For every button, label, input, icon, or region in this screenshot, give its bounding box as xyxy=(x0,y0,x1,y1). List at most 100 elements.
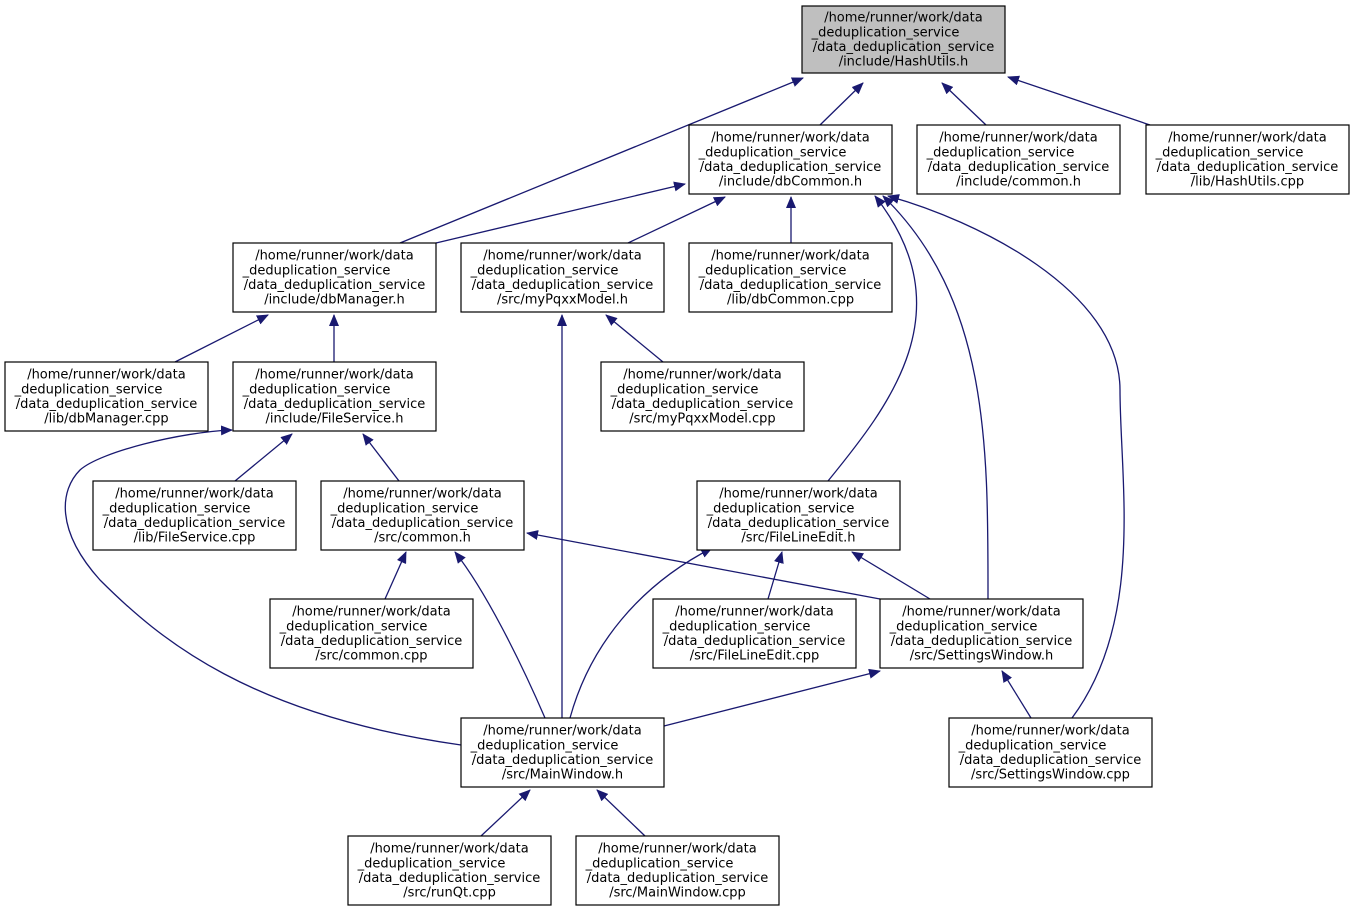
node-label-line: /data_deduplication_service xyxy=(332,516,513,531)
node-label: /home/runner/work/data_deduplication_ser… xyxy=(698,131,882,190)
edge-common_h_src-to-fileservice_h xyxy=(362,433,400,482)
node-label-line: /home/runner/work/data xyxy=(598,842,757,857)
node-label-line: _deduplication_service xyxy=(242,263,391,278)
edge-dbcommon_h-to-hashutils_h xyxy=(819,82,864,126)
node-label: /home/runner/work/data_deduplication_ser… xyxy=(470,724,654,783)
node-dbmanager-cpp[interactable]: /home/runner/work/data_deduplication_ser… xyxy=(4,361,209,432)
node-label-line: /home/runner/work/data xyxy=(115,487,274,502)
edge-mainwindow_h-to-fileservice_h xyxy=(64,425,462,746)
node-settingswindow-h[interactable]: /home/runner/work/data_deduplication_ser… xyxy=(879,598,1084,669)
edge-mainwindow_h-to-common_h_src xyxy=(454,551,546,719)
node-common-cpp[interactable]: /home/runner/work/data_deduplication_ser… xyxy=(269,598,474,669)
node-mypqxxmodel-h[interactable]: /home/runner/work/data_deduplication_ser… xyxy=(460,242,665,313)
node-label-line: /home/runner/work/data xyxy=(255,368,414,383)
node-label-line: _deduplication_service xyxy=(1155,145,1304,160)
node-fileservice-h[interactable]: /home/runner/work/data_deduplication_ser… xyxy=(232,361,437,432)
node-label-line: /src/common.cpp xyxy=(315,649,427,664)
edge-settingswindow_h-to-dbcommon_h xyxy=(882,195,989,600)
node-label-line: /home/runner/work/data xyxy=(343,487,502,502)
node-label-line: /src/MainWindow.h xyxy=(502,768,623,783)
node-dbmanager-h[interactable]: /home/runner/work/data_deduplication_ser… xyxy=(232,242,437,313)
edge-settingswindow_h-to-common_h_src xyxy=(526,530,881,600)
node-box xyxy=(948,717,1153,788)
node-label-line: /lib/dbCommon.cpp xyxy=(727,293,854,308)
node-label-line: _deduplication_service xyxy=(698,263,847,278)
edge-settingswindow_cpp-to-settingswindow_h xyxy=(1001,670,1032,719)
node-dbcommon-h[interactable]: /home/runner/work/data_deduplication_ser… xyxy=(688,124,893,195)
node-dbcommon-cpp[interactable]: /home/runner/work/data_deduplication_ser… xyxy=(688,242,893,313)
node-label-line: _deduplication_service xyxy=(357,856,506,871)
node-label-line: _deduplication_service xyxy=(698,145,847,160)
node-settingswindow-cpp[interactable]: /home/runner/work/data_deduplication_ser… xyxy=(948,717,1153,788)
node-box xyxy=(92,480,297,551)
node-label: /home/runner/work/data_deduplication_ser… xyxy=(102,487,286,546)
node-box xyxy=(652,598,857,669)
node-mainwindow-cpp[interactable]: /home/runner/work/data_deduplication_ser… xyxy=(575,835,780,906)
node-common-h-src[interactable]: /home/runner/work/data_deduplication_ser… xyxy=(320,480,525,551)
node-label-line: /home/runner/work/data xyxy=(1168,131,1327,146)
node-filelineedit-h[interactable]: /home/runner/work/data_deduplication_ser… xyxy=(696,480,901,551)
node-label-line: /data_deduplication_service xyxy=(708,516,889,531)
node-label-line: /home/runner/work/data xyxy=(675,605,834,620)
edge-mypqxxmodel_h-to-dbcommon_h xyxy=(627,196,726,244)
node-hashutils-cpp[interactable]: /home/runner/work/data_deduplication_ser… xyxy=(1145,124,1350,195)
node-label-line: /src/SettingsWindow.cpp xyxy=(971,768,1130,783)
node-fileservice-cpp[interactable]: /home/runner/work/data_deduplication_ser… xyxy=(92,480,297,551)
node-label: /home/runner/work/data_deduplication_ser… xyxy=(585,842,769,901)
node-common-h-inc[interactable]: /home/runner/work/data_deduplication_ser… xyxy=(916,124,1121,195)
node-label-line: /src/FileLineEdit.cpp xyxy=(690,649,820,664)
node-box xyxy=(879,598,1084,669)
node-label-line: /data_deduplication_service xyxy=(472,278,653,293)
edge-settingswindow_h-to-filelineedit_h xyxy=(851,551,931,600)
edge-common_cpp-to-common_h_src xyxy=(384,551,407,600)
node-label-line: _deduplication_service xyxy=(662,619,811,634)
edge-filelineedit_h-to-dbcommon_h xyxy=(827,195,918,482)
node-box xyxy=(688,242,893,313)
node-label: /home/runner/work/data_deduplication_ser… xyxy=(242,249,426,308)
node-label-line: _deduplication_service xyxy=(811,25,960,40)
node-box xyxy=(916,124,1121,195)
node-label-line: /home/runner/work/data xyxy=(483,249,642,264)
node-label-line: _deduplication_service xyxy=(279,619,428,634)
node-box xyxy=(320,480,525,551)
edge-fileservice_cpp-to-fileservice_h xyxy=(234,433,293,482)
node-label-line: /src/FileLineEdit.h xyxy=(741,531,855,546)
edge-dbmanager_h-to-dbcommon_h xyxy=(435,181,686,244)
edge-dbmanager_cpp-to-dbmanager_h xyxy=(174,314,269,363)
node-label-line: /home/runner/work/data xyxy=(711,249,870,264)
node-runqt-cpp[interactable]: /home/runner/work/data_deduplication_ser… xyxy=(347,835,552,906)
node-label: /home/runner/work/data_deduplication_ser… xyxy=(698,249,882,308)
node-label: /home/runner/work/data_deduplication_ser… xyxy=(242,368,426,427)
node-label-line: /data_deduplication_service xyxy=(16,397,197,412)
node-label: /home/runner/work/data_deduplication_ser… xyxy=(470,249,654,308)
node-label: /home/runner/work/data_deduplication_ser… xyxy=(811,11,995,70)
node-label-line: /lib/dbManager.cpp xyxy=(44,412,168,427)
node-mypqxxmodel-cpp[interactable]: /home/runner/work/data_deduplication_ser… xyxy=(600,361,805,432)
node-label-line: _deduplication_service xyxy=(610,382,759,397)
node-label-line: /home/runner/work/data xyxy=(623,368,782,383)
node-label: /home/runner/work/data_deduplication_ser… xyxy=(926,131,1110,190)
node-box xyxy=(688,124,893,195)
node-box xyxy=(696,480,901,551)
node-label-line: /lib/FileService.cpp xyxy=(134,531,256,546)
node-label-line: /home/runner/work/data xyxy=(902,605,1061,620)
node-box xyxy=(232,361,437,432)
node-label-line: _deduplication_service xyxy=(889,619,1038,634)
node-label-line: /data_deduplication_service xyxy=(700,278,881,293)
node-label-line: /home/runner/work/data xyxy=(939,131,1098,146)
node-box xyxy=(460,242,665,313)
node-label-line: /data_deduplication_service xyxy=(700,160,881,175)
edge-mypqxxmodel_cpp-to-mypqxxmodel_h xyxy=(605,314,664,363)
edge-filelineedit_cpp-to-filelineedit_h xyxy=(767,551,784,600)
node-label-line: /home/runner/work/data xyxy=(719,487,878,502)
node-label-line: _deduplication_service xyxy=(242,382,391,397)
node-mainwindow-h[interactable]: /home/runner/work/data_deduplication_ser… xyxy=(460,717,665,788)
node-filelineedit-cpp[interactable]: /home/runner/work/data_deduplication_ser… xyxy=(652,598,857,669)
node-label-line: _deduplication_service xyxy=(470,738,619,753)
node-label-line: /lib/HashUtils.cpp xyxy=(1191,175,1304,190)
node-label-line: /data_deduplication_service xyxy=(928,160,1109,175)
node-label-line: /home/runner/work/data xyxy=(971,724,1130,739)
edge-hashutils_cpp-to-hashutils_h xyxy=(1007,75,1151,126)
node-label-line: /home/runner/work/data xyxy=(824,11,983,26)
